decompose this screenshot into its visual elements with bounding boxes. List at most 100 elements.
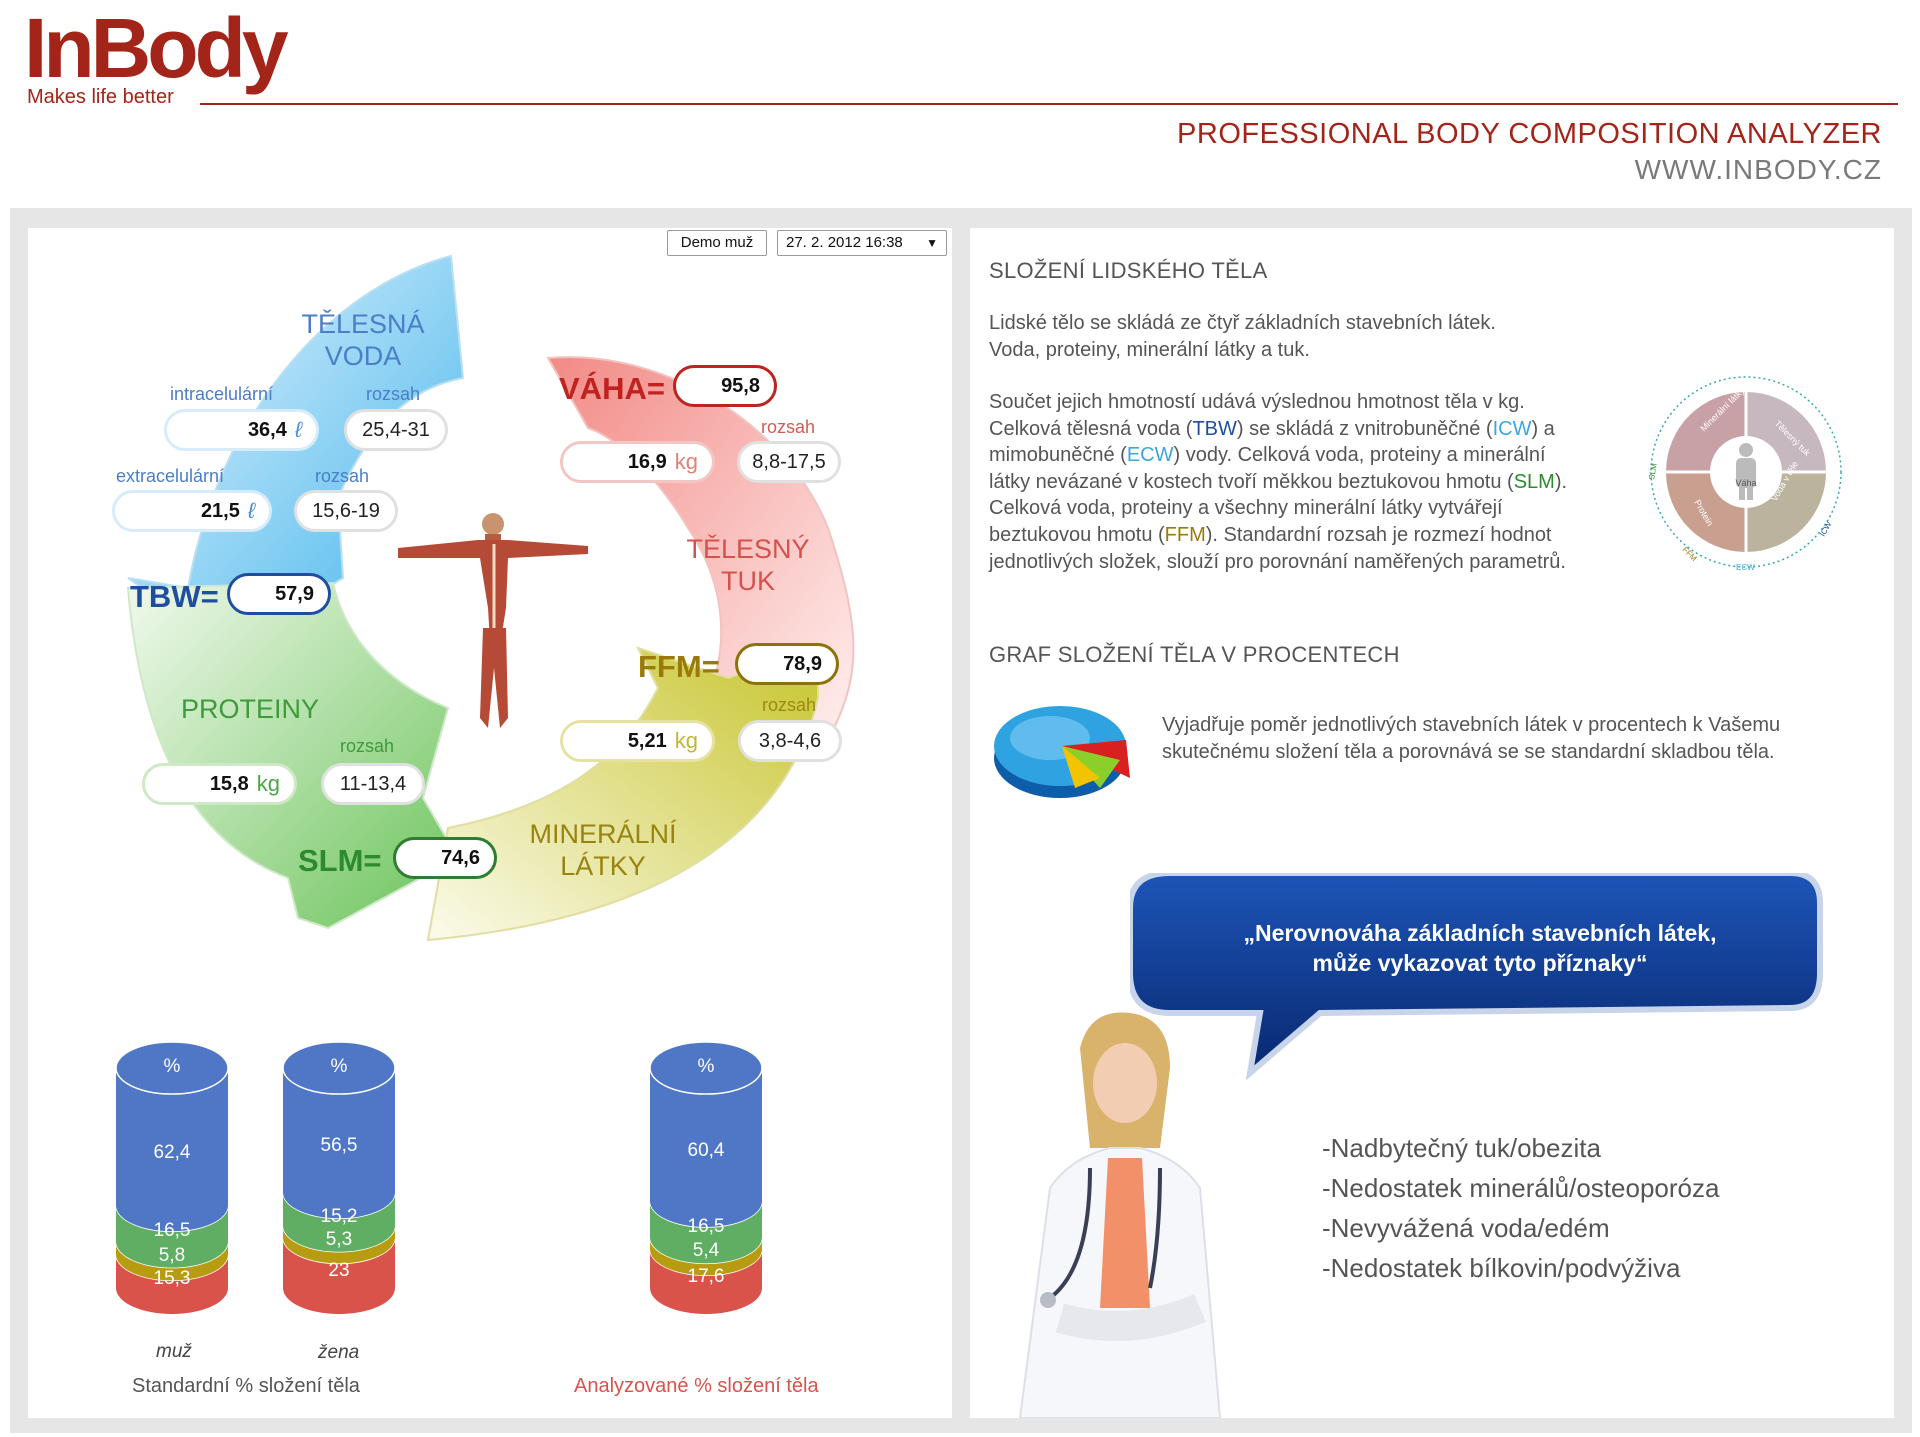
ffm-term: FFM [1164,523,1206,546]
male-caption: muž [156,1341,192,1362]
percent-description: Vyjadřuje poměr jednotlivých stavebních … [1162,712,1780,765]
chevron-down-icon: ▼ [926,236,938,250]
percent-desc-line2: skutečnému složení těla a porovnává se s… [1162,740,1775,763]
cylinder-value-protein: 16,5 [153,1220,191,1242]
ecw-label: extracelulární [116,466,225,486]
weight-label: VÁHA= [559,371,665,406]
fat-label: TĚLESNÝ TUK [678,533,818,597]
header-divider [200,103,1898,105]
cylinder-percent-label: % [697,1056,715,1077]
cylinder-value-water: 62,4 [153,1141,191,1163]
water-label-line1: TĚLESNÁ [301,309,425,339]
fat-range-label: rozsah [761,417,816,437]
ecw-value-pill: 21,5 ℓ [112,490,272,532]
protein-range-label: rozsah [340,736,395,756]
ecw-range-label: rozsah [315,466,370,486]
symptom-item: -Nedostatek bílkovin/podvýživa [1322,1253,1681,1283]
ring-slm-label: SLM [1647,462,1659,480]
cylinder-value-minerals: 5,8 [158,1244,186,1266]
analyzed-caption: Analyzované % složení těla [574,1375,819,1397]
page-title: PROFESSIONAL BODY COMPOSITION ANALYZER [1177,118,1882,150]
detail-text-10: beztukovou hmotu ( [989,523,1165,546]
left-panel: Demo muž 27. 2. 2012 16:38 ▼ [28,228,952,1418]
cylinder-segment-water [283,1068,395,1219]
user-select[interactable]: Demo muž [667,230,767,256]
icw-label: intracelulární [170,384,274,404]
fat-range: 8,8-17,5 [737,441,841,483]
ring-icw-label: ICW [1818,520,1834,538]
symptom-item: -Nadbytečný tuk/obezita [1322,1133,1601,1163]
icw-value-pill: 36,4 ℓ [164,409,319,451]
cylinder-segment-water [116,1068,228,1232]
detail-line2: Celková tělesná voda (TBW) se skládá z v… [989,416,1649,443]
cylinder-value-water: 56,5 [320,1135,358,1157]
composition-heading: SLOŽENÍ LIDSKÉHO TĚLA [989,258,1268,283]
bubble-line2: může vykazovat tyto příznaky“ [1312,950,1648,976]
tbw-term: TBW [1192,417,1237,440]
protein-arc [126,581,460,930]
ring-center-label: Váha [1735,478,1756,488]
protein-value-pill: 15,8 kg [142,763,297,805]
icw-value: 36,4 [247,418,287,441]
detail-line7: jednotlivých složek, slouží pro porovnán… [989,550,1566,573]
water-label-line2: VODA [324,341,402,371]
detail-line6: beztukovou hmotu (FFM). Standardní rozsa… [989,522,1649,549]
icw-unit: ℓ [294,417,302,442]
tagline: Makes life better [27,86,174,108]
ecw-term: ECW [1126,444,1174,467]
symptom-item: -Nevyvážená voda/edém [1322,1213,1610,1243]
minerals-unit: kg [674,728,698,753]
standard-caption: Standardní % složení těla [132,1375,360,1397]
date-select-value: 27. 2. 2012 16:38 [786,234,903,251]
detail-line1: Součet jejich hmotností udává výslednou … [989,391,1525,413]
detail-text-6: ) vody. Celková voda, proteiny a minerál… [1173,444,1546,467]
tbw-label: TBW= [130,579,219,614]
bubble-line1: „Nerovnováha základních stavebních látek… [1243,920,1717,946]
minerals-label-line2: LÁTKY [560,851,646,881]
fat-label-line2: TUK [721,566,775,596]
detail-text-5: mimobuněčné ( [989,444,1127,467]
percent-chart-heading: GRAF SLOŽENÍ TĚLA V PROCENTECH [989,642,1400,667]
cylinder-value-protein: 16,5 [687,1216,725,1238]
speech-bubble [1130,873,1823,1081]
date-select[interactable]: 27. 2. 2012 16:38 ▼ [777,230,947,256]
minerals-range: 3,8-4,6 [738,720,842,762]
cylinder-cap-water [282,1041,396,1095]
cylinder-segment-water [650,1068,762,1228]
cylinder-cap-water [115,1041,229,1095]
website-link[interactable]: WWW.INBODY.CZ [1634,154,1882,185]
cylinder-value-minerals: 5,3 [325,1228,353,1250]
cylinder-percent-label: % [163,1056,181,1077]
cylinder-2 [649,1041,763,1314]
detail-line4: látky nevázané v kostech tvoří měkkou be… [989,469,1649,496]
fat-unit: kg [674,449,698,474]
intro-line2: Voda, proteiny, minerální látky a tuk. [989,338,1310,361]
cylinder-value-fat: 17,6 [687,1265,725,1287]
icw-term: ICW [1492,417,1532,440]
ecw-unit: ℓ [247,498,255,523]
bubble-quote: „Nerovnováha základních stavebních látek… [1170,918,1790,978]
symptom-list: -Nadbytečný tuk/obezita-Nedostatek miner… [1322,1128,1719,1288]
composition-ring-diagram: Váha Minerální látky Tělesný tuk Protein… [1647,376,1842,572]
protein-range: 11-13,4 [321,763,425,805]
protein-value: 15,8 [209,772,249,795]
fat-value: 16,9 [627,450,667,473]
water-label: TĚLESNÁ VODA [293,308,433,372]
detail-text-2: Celková tělesná voda ( [989,417,1193,440]
weight-value: 95,8 [673,365,777,407]
detail-paragraph: Součet jejich hmotností udává výslednou … [989,389,1649,575]
slm-term: SLM [1513,470,1555,493]
ring-ffm-label: FFM [1681,545,1699,563]
detail-text-7: látky nevázané v kostech tvoří měkkou be… [989,470,1514,493]
slm-value: 74,6 [393,837,497,879]
cylinder-value-fat: 15,3 [153,1268,191,1290]
protein-label: PROTEINY [180,694,320,724]
cylinder-0 [115,1041,229,1314]
minerals-range-label: rozsah [762,695,817,715]
anatomy-figure [398,513,588,728]
cylinder-value-minerals: 5,4 [692,1240,720,1262]
detail-text-4: ) a [1531,417,1555,440]
detail-line5: Celková voda, proteiny a všechny minerál… [989,497,1503,520]
ecw-value: 21,5 [200,499,240,522]
